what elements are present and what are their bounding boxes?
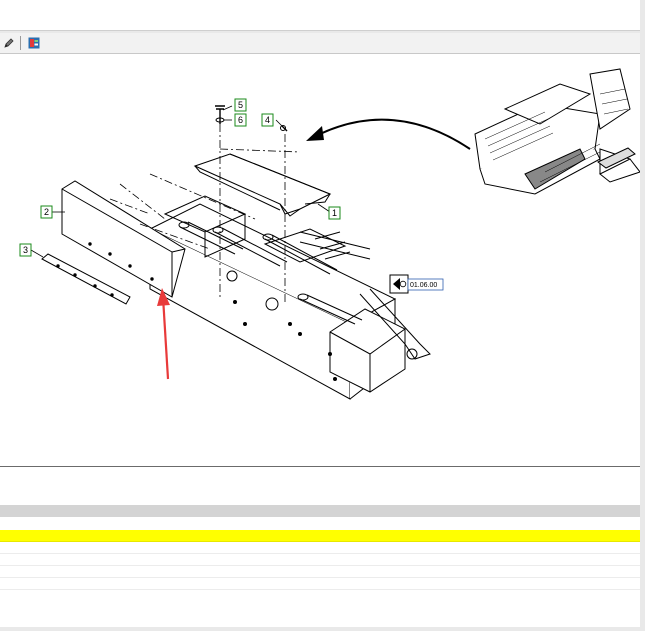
parts-diagram[interactable]: 5 6 4 1 2 3 01.06.00	[0, 54, 640, 467]
parts-grid	[0, 467, 640, 627]
callout-6[interactable]: 6	[238, 115, 243, 125]
callout-4[interactable]: 4	[265, 115, 270, 125]
reference-label: 01.06.00	[410, 282, 437, 289]
title-area	[0, 0, 640, 31]
toolbar	[0, 33, 640, 54]
pencil-icon[interactable]	[2, 36, 16, 50]
parts-catalog-icon[interactable]	[27, 36, 41, 50]
table-row[interactable]	[0, 566, 640, 578]
grid-header	[0, 505, 640, 517]
table-row[interactable]	[0, 578, 640, 590]
table-row[interactable]	[0, 542, 640, 554]
table-row[interactable]	[0, 530, 640, 542]
callout-1[interactable]: 1	[332, 208, 337, 218]
table-row[interactable]	[0, 554, 640, 566]
callout-5[interactable]: 5	[238, 100, 243, 110]
callout-3[interactable]: 3	[23, 245, 28, 255]
toolbar-separator	[20, 36, 21, 50]
window-edge	[640, 0, 645, 631]
callout-2[interactable]: 2	[44, 207, 49, 217]
reference-link[interactable]: 01.06.00	[389, 274, 444, 294]
